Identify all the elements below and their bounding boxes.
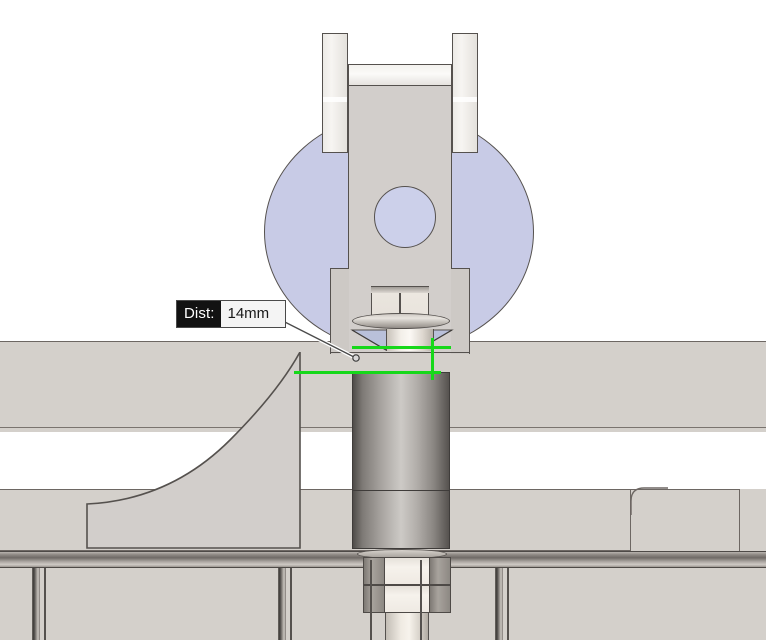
upper-washer [352,313,450,329]
bracket-bottom-edge [330,352,470,354]
measurement-callout-label: Dist: [177,301,221,327]
lower-hex-nut-lower [363,585,451,613]
lower-hex-nut-lower-left-face [363,585,385,613]
wire-left [370,560,372,640]
lower-hex-nut-upper-left-face [363,557,385,585]
vertical-post-center-edge [290,568,292,640]
bracket-shoulder-right [451,268,470,354]
measurement-callout-value[interactable]: 14mm [220,301,286,327]
measurement-callout[interactable]: Dist: 14mm [176,300,287,328]
vertical-post-right [495,568,503,640]
curved-gusset-plate [86,352,301,549]
wire-right [420,560,422,640]
lower-hex-nut-lower-center-face [385,585,429,613]
main-pin-shaft[interactable] [352,372,450,549]
clevis-arm-right-seam [453,97,477,102]
upper-hex-nut-chamfer [371,286,429,293]
threaded-stud [385,613,429,640]
lower-hex-nut-upper-center-face [385,557,429,585]
bracket-pin-hole[interactable] [374,186,436,248]
vertical-post-center [278,568,286,640]
shaft-seam-line [352,490,450,491]
clevis-arm-left[interactable] [322,33,348,153]
measurement-line-upper[interactable] [352,346,451,349]
lower-hex-nut-upper-right-face [429,557,451,585]
vertical-post-right-edge [507,568,509,640]
measurement-line-lower[interactable] [294,371,439,374]
bracket-top-crossbar [348,64,452,86]
clevis-arm-left-seam [323,97,347,102]
lower-hex-nut-lower-right-face [429,585,451,613]
middle-beam-right-step [739,489,766,551]
clevis-arm-right[interactable] [452,33,478,153]
vertical-post-left [32,568,40,640]
beam-corner-fillet [630,487,668,515]
vertical-post-left-edge [44,568,46,640]
measurement-span-connector [431,346,434,373]
lower-hex-nut-upper [363,557,451,585]
